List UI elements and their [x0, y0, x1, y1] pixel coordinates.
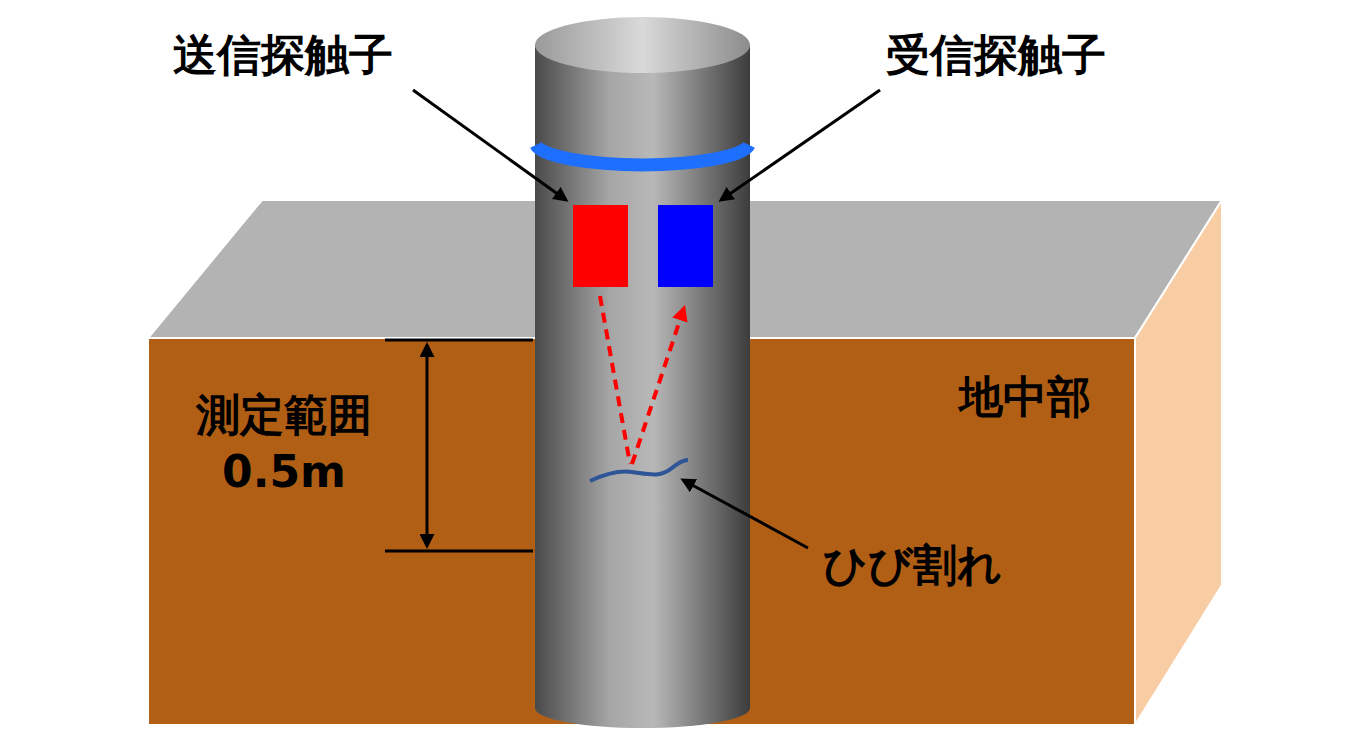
wave-path [600, 296, 630, 464]
crack-line [590, 460, 688, 481]
region-label: 地中部 [959, 368, 1091, 425]
leader-arrow [721, 90, 880, 200]
wave-path [632, 308, 684, 464]
leader-arrow [683, 480, 808, 548]
ground-side [1135, 200, 1222, 725]
probe-label: 受信探触子 [886, 26, 1106, 83]
receive-probe [658, 205, 713, 287]
leader-arrow [413, 90, 566, 200]
dimension-label: 測定範囲 0.5m [187, 386, 381, 500]
callout-label: ひび割れ [823, 536, 1002, 593]
dimension-tick [385, 550, 533, 553]
blue-band [536, 145, 749, 165]
dimension-tick [385, 339, 533, 342]
pole-body [535, 45, 750, 728]
pole-top [535, 17, 750, 73]
dimension-arrow [426, 345, 429, 546]
probe-label: 送信探触子 [173, 26, 393, 83]
transmit-probe [573, 205, 628, 287]
